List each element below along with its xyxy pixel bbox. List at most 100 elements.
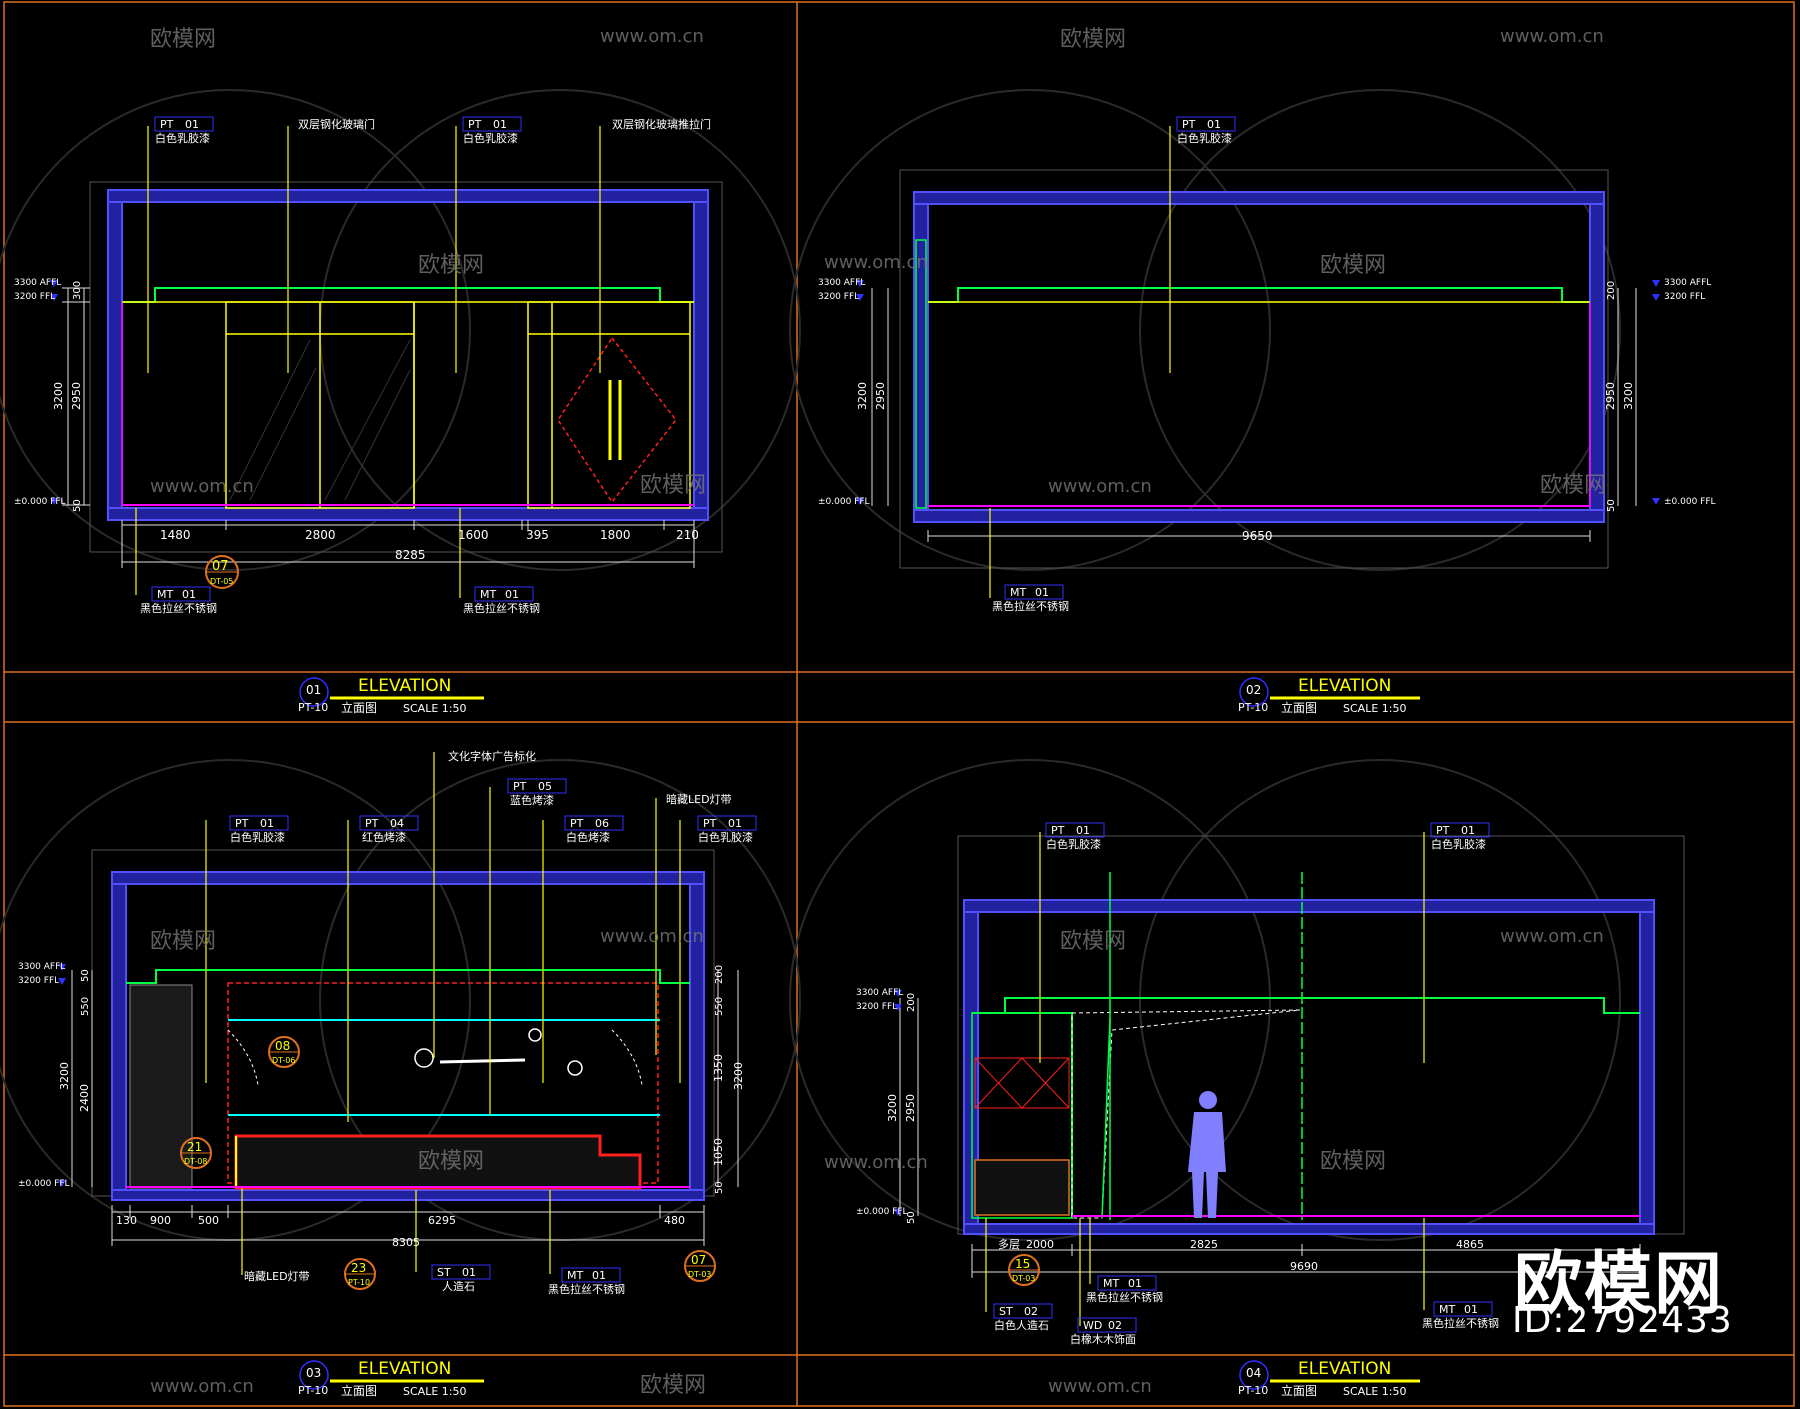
svg-text:01: 01 [1076,824,1090,837]
level-aff: 3300 AFFL [856,988,903,998]
svg-text:www.om.cn: www.om.cn [600,926,704,947]
leaders [135,126,601,598]
svg-text:01: 01 [1035,586,1049,599]
svg-text:MT: MT [157,588,173,601]
dim-6295: 6295 [428,1214,456,1227]
dim-total: 8305 [392,1236,420,1249]
svg-text:PT: PT [703,817,717,830]
material-tag-pt01-a: PT 01 白色乳胶漆 [154,116,214,145]
vertical-dimensions [62,287,90,506]
svg-text:欧模网: 欧模网 [1320,1149,1386,1174]
vdim-200: 200 [906,993,917,1012]
panel-04-elevation: PT 01 白色乳胶漆 PT 01 白色乳胶漆 MT 01 黑色拉丝不锈钢 ST… [856,822,1685,1398]
title-block-01: 01 PT-10 ELEVATION 立面图 SCALE 1:50 [298,676,484,715]
material-tag-pt01-b: PT 01 白色乳胶漆 [697,815,757,844]
material-tag-mt01-b: MT 01 黑色拉丝不锈钢 [1422,1301,1499,1330]
wall-section [111,871,705,1201]
svg-text:MT: MT [1010,586,1026,599]
svg-text:暗藏LED灯带: 暗藏LED灯带 [666,792,732,806]
vertical-dimensions [899,998,919,1216]
svg-text:黑色拉丝不锈钢: 黑色拉丝不锈钢 [1086,1290,1163,1304]
level-ffl-right: 3200 FFL [1664,292,1705,302]
svg-text:双层钢化玻璃门: 双层钢化玻璃门 [298,117,375,131]
panel-01-elevation: PT 01 白色乳胶漆 双层钢化玻璃门 PT 01 白色乳胶漆 双层钢化玻璃推拉… [14,116,723,715]
svg-text:www.om.cn: www.om.cn [1048,476,1152,497]
level-markers [50,280,58,505]
dim-2825: 2825 [1190,1238,1218,1251]
level-markers [58,964,66,1187]
svg-text:01: 01 [592,1269,606,1282]
detail-marker-15: 15 DT-03 [1008,1254,1040,1286]
svg-text:白色烤漆: 白色烤漆 [566,830,610,844]
dim-total: 9690 [1290,1260,1318,1273]
svg-text:MT: MT [480,588,496,601]
level-floor-left: ±0.000 FFL [818,497,870,507]
svg-text:黑色拉丝不锈钢: 黑色拉丝不锈钢 [1422,1316,1499,1330]
svg-text:06: 06 [595,817,609,830]
vdim-3200-left: 3200 [58,1062,71,1090]
angled-panel [1071,1009,1301,1219]
title-block-02: 02 PT-10 ELEVATION 立面图 SCALE 1:50 [1238,676,1420,715]
material-tag-mt01: MT 01 黑色拉丝不锈钢 [992,584,1069,613]
svg-text:ST: ST [437,1266,451,1279]
title-block-03: 03 PT-10 ELEVATION 立面图 SCALE 1:50 [298,1359,484,1398]
svg-text:ST: ST [999,1305,1013,1318]
svg-text:www.om.cn: www.om.cn [824,252,928,273]
svg-text:白色乳胶漆: 白色乳胶漆 [230,830,285,844]
material-tag-ad-text: 文化字体广告标化 [448,749,536,763]
vdim-3200-right: 3200 [732,1062,745,1090]
svg-text:白色乳胶漆: 白色乳胶漆 [463,131,518,145]
svg-text:PT-10: PT-10 [298,1384,328,1397]
material-tag-pt01-a: PT 01 白色乳胶漆 [229,815,289,844]
svg-text:PT-10: PT-10 [1238,1384,1268,1397]
detail-marker-07: 07 DT-05 [205,555,239,589]
view-border [89,181,723,553]
svg-text:01: 01 [1464,1303,1478,1316]
svg-text:立面图: 立面图 [341,1383,377,1398]
material-tag-pt01-a: PT 01 白色乳胶漆 [1045,822,1105,851]
svg-text:PT-10: PT-10 [298,701,328,714]
dim-4865: 4865 [1456,1238,1484,1251]
vdim-3200-left: 3200 [856,382,869,410]
detail-marker-21: 21 DT-08 [180,1137,212,1169]
dim-1480: 1480 [160,528,191,542]
svg-text:ELEVATION: ELEVATION [358,1359,451,1379]
ceiling-line [126,969,690,984]
svg-text:WD: WD [1083,1319,1102,1332]
svg-text:23: 23 [351,1261,366,1275]
svg-text:04: 04 [390,817,404,830]
svg-text:07: 07 [212,559,229,574]
svg-text:立面图: 立面图 [1281,1383,1317,1398]
svg-text:DT-03: DT-03 [688,1270,711,1279]
svg-text:01: 01 [185,118,199,131]
view-border [899,169,1609,569]
left-column [915,239,927,509]
vdim-2950: 2950 [70,382,83,410]
material-tag-pt06: PT 06 白色烤漆 [564,815,624,844]
watermark-id: ID:2792433 [1512,1300,1733,1341]
svg-text:欧模网: 欧模网 [150,27,216,52]
dim-130: 130 [116,1214,137,1227]
svg-text:欧模网: 欧模网 [640,1373,706,1398]
svg-text:01: 01 [462,1266,476,1279]
decor-curve-right [611,1029,643,1086]
svg-text:www.om.cn: www.om.cn [1048,1376,1152,1397]
svg-text:欧模网: 欧模网 [1060,27,1126,52]
vdim-50: 50 [1606,499,1617,512]
vdim-2950-left: 2950 [874,382,887,410]
svg-text:欧模网: 欧模网 [640,473,706,498]
vdim-50: 50 [906,1211,917,1224]
material-tag-pt01-b: PT 01 白色乳胶漆 [1430,822,1490,851]
sheet-frame [3,1,1795,1407]
detail-marker-07: 07 DT-03 [684,1250,716,1282]
dim-900: 900 [150,1214,171,1227]
svg-text:www.om.cn: www.om.cn [600,26,704,47]
vdim-550-left: 550 [80,997,91,1016]
svg-text:PT: PT [1051,824,1065,837]
svg-text:白橡木木饰面: 白橡木木饰面 [1070,1332,1136,1346]
svg-text:DT-03: DT-03 [1012,1274,1035,1283]
svg-text:欧模网: 欧模网 [418,1149,484,1174]
svg-text:01: 01 [1128,1277,1142,1290]
svg-text:欧模网: 欧模网 [1060,929,1126,954]
svg-text:21: 21 [187,1140,202,1154]
